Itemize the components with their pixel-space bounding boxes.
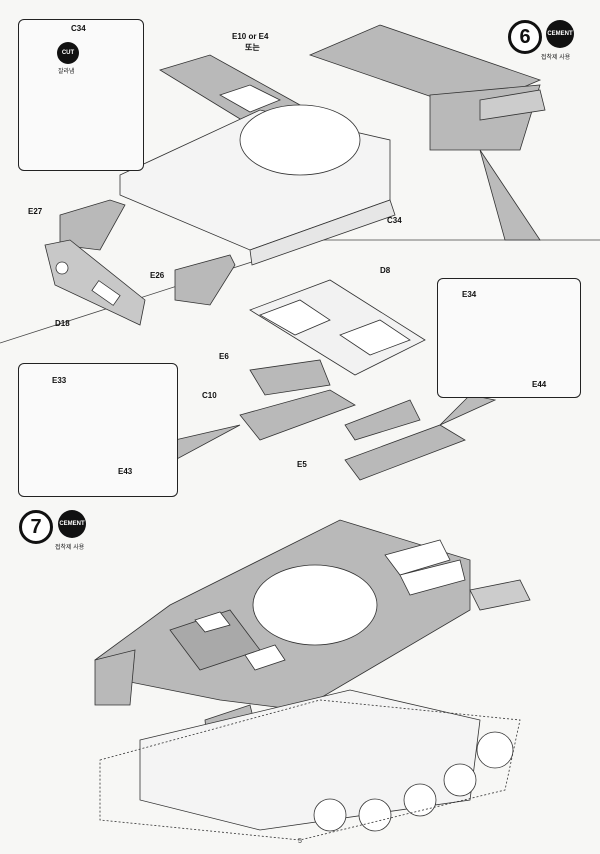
cut-caption: 잘라냄 — [58, 69, 75, 75]
part-e5: E5 — [297, 460, 307, 469]
cut-badge: CUT — [57, 42, 79, 64]
part-e27: E27 — [28, 207, 43, 216]
part-e6: E6 — [219, 352, 229, 361]
part-c10: C10 — [202, 391, 217, 400]
left-inset-box — [18, 363, 178, 497]
inset-c34-box — [18, 19, 144, 171]
cement-badge-step7: CEMENT — [58, 510, 86, 538]
inset-c34-label: C34 — [71, 24, 86, 33]
part-d8: D8 — [380, 266, 391, 275]
part-e10-e4-alt: 또는 — [245, 43, 260, 52]
right-inset-e34: E34 — [462, 290, 477, 299]
part-e26: E26 — [150, 271, 165, 280]
step-7-number: 7 — [19, 510, 53, 544]
part-e10-e4: E10 or E4 — [232, 32, 269, 41]
part-c34: C34 — [387, 216, 402, 225]
step-6-number: 6 — [508, 20, 542, 54]
right-inset-e44: E44 — [532, 380, 547, 389]
cement-badge-step6: CEMENT — [546, 20, 574, 48]
right-inset-box — [437, 278, 581, 398]
page-number: 5 — [298, 838, 302, 845]
left-inset-e33: E33 — [52, 376, 67, 385]
part-d18: D18 — [55, 319, 70, 328]
left-inset-e43: E43 — [118, 467, 133, 476]
cement-caption-step7: 접착제 사용 — [55, 545, 85, 551]
cement-caption-step6: 접착제 사용 — [541, 55, 571, 61]
